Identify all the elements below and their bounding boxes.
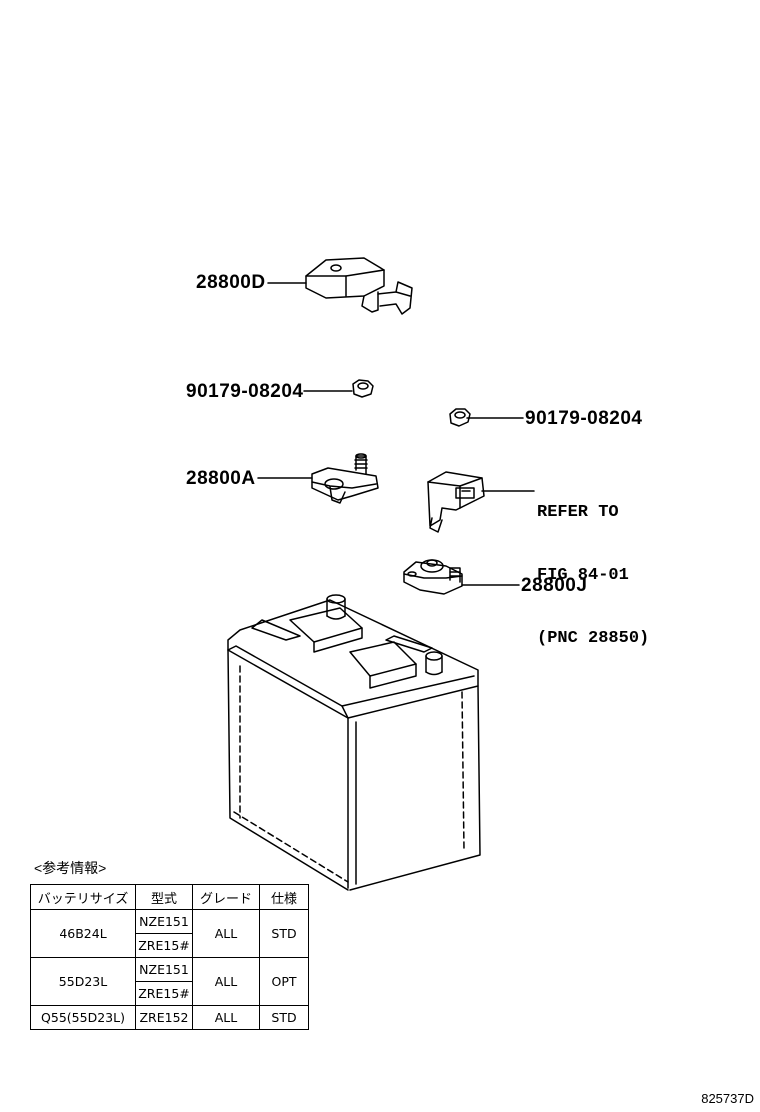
table-row: ZRE15# xyxy=(31,933,309,958)
reference-table: バッテリサイズ 型式 グレード 仕様 46B24L NZE151 ALL STD… xyxy=(30,884,309,1030)
callout-28800D: 28800D xyxy=(196,272,266,293)
cell-model: NZE151 xyxy=(135,957,193,982)
table-row: Q55(55D23L) ZRE152 ALL STD xyxy=(30,1005,309,1030)
cell-model: NZE151 xyxy=(135,909,193,934)
refer-line-1: REFER TO xyxy=(537,503,619,522)
refer-to-note: REFER TO FIG 84-01 (PNC 28850) xyxy=(537,460,649,670)
cell-size: 46B24L xyxy=(30,909,136,958)
cell-model: ZRE15# xyxy=(135,981,193,1006)
callout-nut-left: 90179-08204 xyxy=(186,381,304,402)
cell-size: Q55(55D23L) xyxy=(30,1005,136,1030)
cell-model: ZRE152 xyxy=(135,1005,193,1030)
cell-size: 55D23L xyxy=(30,957,136,1006)
cell-spec: STD xyxy=(259,1005,309,1030)
header-spec: 仕様 xyxy=(259,884,309,910)
refer-bracket-part xyxy=(427,471,485,533)
positive-terminal-part xyxy=(311,453,379,504)
negative-terminal-part xyxy=(403,559,463,595)
table-row: ZRE15# xyxy=(31,981,309,1006)
cell-grade: ALL xyxy=(192,1005,260,1030)
callout-28800A: 28800A xyxy=(186,468,256,489)
callout-28800J: 28800J xyxy=(521,575,588,596)
header-battery-size: バッテリサイズ xyxy=(30,884,136,910)
cell-grade: ALL xyxy=(192,909,260,958)
refer-line-2: FIG 84-01 xyxy=(537,566,629,585)
callout-nut-right: 90179-08204 xyxy=(525,408,643,429)
diagram-id: 825737D xyxy=(701,1091,754,1106)
nut-left-part xyxy=(352,379,374,398)
header-model: 型式 xyxy=(135,884,193,910)
cell-model: ZRE15# xyxy=(135,933,193,958)
reference-heading: <参考情報> xyxy=(34,860,107,876)
cell-spec: STD xyxy=(259,909,309,958)
cell-grade: ALL xyxy=(192,957,260,1006)
nut-right-part xyxy=(449,408,471,427)
table-row: 46B24L NZE151 ALL STD xyxy=(30,909,309,958)
header-grade: グレード xyxy=(192,884,260,910)
refer-line-3: (PNC 28850) xyxy=(537,629,650,648)
battery-part xyxy=(227,594,481,891)
terminal-cover-part xyxy=(305,257,413,315)
cell-spec: OPT xyxy=(259,957,309,1006)
table-row: 55D23L NZE151 ALL OPT xyxy=(30,957,309,1006)
